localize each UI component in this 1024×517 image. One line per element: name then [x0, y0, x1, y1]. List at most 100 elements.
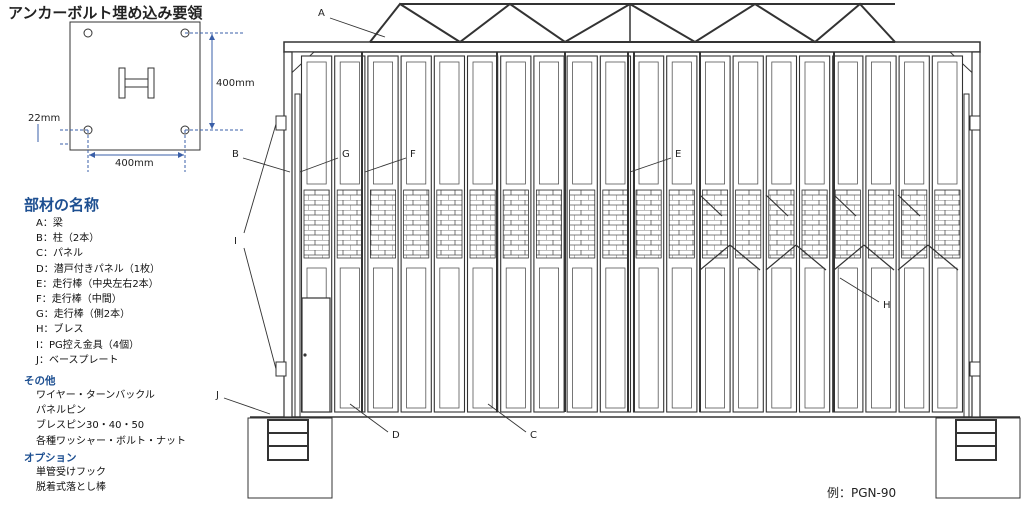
- panel-inner-frame: [572, 267, 593, 409]
- panel-inner-frame: [705, 267, 726, 409]
- others-heading: その他: [24, 375, 56, 387]
- callout-h: H: [883, 300, 891, 311]
- panel-inner-frame: [372, 267, 393, 409]
- panel-upper-frame: [406, 61, 427, 185]
- panel-brick-band: [901, 189, 928, 259]
- panel-inner-frame: [638, 267, 659, 409]
- dim-offset-label: 22mm: [28, 113, 61, 124]
- anchor-plate-drawing: [37, 21, 245, 172]
- parts-heading: 部材の名称: [24, 196, 100, 214]
- callout-g: G: [342, 149, 350, 160]
- panel-brick-band: [403, 189, 430, 259]
- dim-height-label: 400mm: [216, 78, 255, 89]
- parts-item: A：梁: [36, 218, 63, 229]
- panel-upper-frame: [372, 61, 393, 185]
- panel-inner-frame: [738, 267, 759, 409]
- panel-brick-band: [635, 189, 662, 259]
- callout-j: J: [216, 390, 219, 401]
- leader-lines: [223, 17, 880, 433]
- panel-inner-frame: [472, 267, 493, 409]
- panel-inner-frame: [605, 267, 626, 409]
- panel-brick-band: [801, 189, 828, 259]
- braces-h: [699, 194, 959, 271]
- panel-upper-frame: [539, 61, 560, 185]
- callout-d: D: [392, 430, 400, 441]
- callout-a: A: [318, 8, 325, 19]
- dim-width-label: 400mm: [115, 158, 154, 169]
- parts-item: F：走行棒（中間）: [36, 294, 122, 306]
- panel-upper-frame: [306, 61, 327, 185]
- panel-upper-frame: [638, 61, 659, 185]
- example-model-label: 例：PGN-90: [827, 486, 897, 500]
- panel-upper-frame: [472, 61, 493, 185]
- parts-item: E：走行棒（中央左右2本）: [36, 278, 159, 290]
- parts-item: G：走行棒（側2本）: [36, 309, 131, 321]
- callout-i: I: [234, 236, 237, 247]
- panel-upper-frame: [505, 61, 526, 185]
- options-item: 脱着式落とし棒: [36, 482, 106, 494]
- panel-upper-frame: [572, 61, 593, 185]
- parts-item: J：ベースプレート: [36, 354, 119, 366]
- panel-brick-band: [436, 189, 463, 259]
- panel-inner-frame: [339, 267, 360, 409]
- callout-c: C: [530, 430, 537, 441]
- panel-inner-frame: [406, 267, 427, 409]
- parts-item: I：PG控え金具（4個）: [36, 339, 140, 351]
- base-blocks: [247, 417, 1021, 499]
- panel-upper-frame: [705, 61, 726, 185]
- callout-b: B: [232, 149, 239, 160]
- parts-item: D：潜戸付きパネル（1枚）: [36, 263, 161, 275]
- panel-brick-band: [336, 189, 363, 259]
- others-item: ブレスピン30・40・50: [36, 420, 145, 432]
- anchor-bolt-title: アンカーボルト埋め込み要領: [8, 4, 203, 22]
- panel-brick-band: [868, 189, 895, 259]
- panel-inner-frame: [539, 267, 560, 409]
- panel-inner-frame: [871, 267, 892, 409]
- wicket-door-knob: [303, 353, 307, 357]
- panel-upper-frame: [804, 61, 825, 185]
- running-bars: [361, 52, 835, 412]
- options-heading: オプション: [24, 452, 77, 464]
- others-list: ワイヤー・ターンバックル パネルピン ブレスピン30・40・50 各種ワッシャー…: [36, 388, 186, 449]
- panel-upper-frame: [771, 61, 792, 185]
- parts-item: B：柱（2本）: [36, 233, 100, 245]
- side-columns: [283, 51, 981, 418]
- panel-brick-band: [303, 189, 330, 259]
- panel-upper-frame: [871, 61, 892, 185]
- panel-upper-frame: [904, 61, 925, 185]
- options-item: 単管受けフック: [36, 467, 106, 478]
- wicket-door: [301, 297, 331, 413]
- panel-brick-band: [469, 189, 496, 259]
- panel-brick-band: [602, 189, 629, 259]
- callout-f: F: [410, 149, 416, 160]
- others-item: パネルピン: [36, 405, 86, 417]
- panel-brick-band: [369, 189, 396, 259]
- options-list: 単管受けフック 脱着式落とし棒: [36, 465, 106, 495]
- panel-brick-band: [834, 189, 861, 259]
- panel-upper-frame: [339, 61, 360, 185]
- panel-inner-frame: [804, 267, 825, 409]
- panel-upper-frame: [671, 61, 692, 185]
- panel-brick-band: [536, 189, 563, 259]
- parts-item: C：パネル: [36, 248, 83, 260]
- panel-inner-frame: [671, 267, 692, 409]
- panel-inner-frame: [505, 267, 526, 409]
- others-item: 各種ワッシャー・ボルト・ナット: [36, 435, 186, 447]
- top-truss: [283, 2, 981, 53]
- panel-brick-band: [768, 189, 795, 259]
- panel-brick-band: [569, 189, 596, 259]
- panel-brick-band: [668, 189, 695, 259]
- panel-inner-frame: [904, 267, 925, 409]
- panel-inner-frame: [937, 267, 958, 409]
- panel-upper-frame: [738, 61, 759, 185]
- panel-brick-band: [735, 189, 762, 259]
- parts-list: A：梁 B：柱（2本） C：パネル D：潜戸付きパネル（1枚） E：走行棒（中央…: [36, 216, 160, 368]
- panel-upper-frame: [937, 61, 958, 185]
- panel-inner-frame: [439, 267, 460, 409]
- panel-inner-frame: [837, 267, 858, 409]
- panel-upper-frame: [439, 61, 460, 185]
- others-item: ワイヤー・ターンバックル: [36, 390, 155, 401]
- parts-item: H：ブレス: [36, 324, 84, 336]
- callout-e: E: [675, 149, 682, 160]
